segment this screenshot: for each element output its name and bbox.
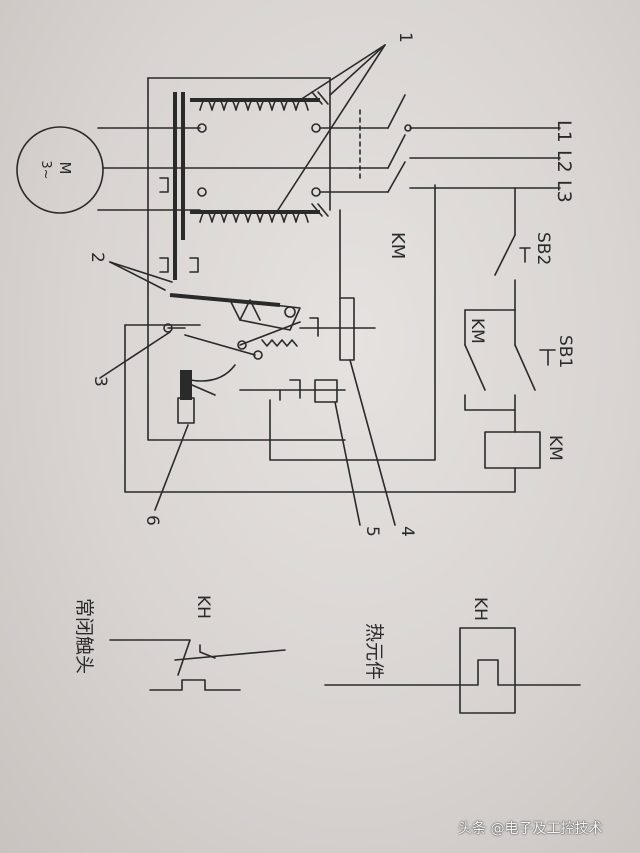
line-label-l2: L2	[553, 150, 575, 173]
km-main-label: KM	[387, 232, 408, 259]
heating-element-1	[190, 91, 329, 133]
thermal-relay-housing	[124, 77, 516, 493]
motor-label: M	[56, 162, 74, 175]
callouts	[99, 44, 396, 526]
callout-6: 6	[142, 515, 162, 526]
sb1-label: SB1	[555, 335, 575, 368]
kh-contact-symbol-label: KH	[193, 595, 213, 619]
heating-element-2	[190, 187, 329, 223]
bimetal-strip	[173, 92, 185, 280]
kh-thermal-element-symbol	[324, 627, 581, 714]
watermark-text: 头条 @电子及工控技术	[458, 821, 603, 837]
motor-phase-label: 3~	[38, 160, 53, 179]
lever-mechanism	[163, 293, 301, 360]
callout-2: 2	[87, 252, 107, 263]
line-label-l1: L1	[553, 120, 575, 143]
kh-element-symbol-label: KH	[470, 597, 490, 621]
kh-contact-caption: 常闭触头	[73, 598, 95, 674]
callout-5: 5	[362, 526, 382, 537]
kh-nc-contact-symbol	[109, 639, 286, 691]
motor-leads	[97, 127, 351, 211]
line-label-l3: L3	[553, 180, 575, 203]
km-aux-label: KM	[467, 318, 487, 344]
reset-shaft	[239, 297, 376, 403]
km-main-contacts	[319, 94, 561, 193]
adjusting-knob	[177, 364, 236, 424]
strip-brackets	[159, 177, 199, 273]
motor-symbol: M 3~	[16, 126, 104, 214]
callout-3: 3	[90, 376, 110, 387]
sb2-label: SB2	[533, 232, 553, 265]
control-circuit	[464, 187, 556, 469]
callout-4: 4	[397, 526, 417, 537]
kh-element-caption: 热元件	[363, 623, 385, 680]
km-coil-label: KM	[545, 435, 565, 461]
callout-1: 1	[395, 32, 415, 43]
